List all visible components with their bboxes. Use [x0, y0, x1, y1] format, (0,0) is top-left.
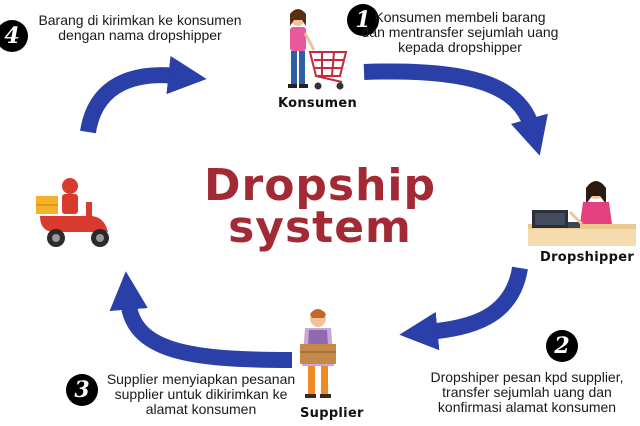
- step-3-description: Supplier menyiapkan pesanan supplier unt…: [106, 371, 296, 417]
- step-2-description: Dropshiper pesan kpd supplier, transfer …: [430, 369, 624, 415]
- diagram-title-line-2: system: [228, 202, 412, 253]
- arrow-courier-to-konsumen: [80, 55, 207, 134]
- dropshipper-illustration: [528, 181, 636, 246]
- konsumen-label: Konsumen: [278, 96, 358, 111]
- dropshipper-label: Dropshipper: [540, 250, 635, 265]
- arrow-supplier-to-courier: [109, 271, 293, 368]
- konsumen-illustration: [288, 9, 348, 90]
- courier-scooter-illustration: [36, 178, 109, 247]
- step-4-badge: 4: [0, 20, 28, 52]
- arrow-dropshipper-to-supplier: [399, 266, 528, 351]
- step-2-badge: 2: [546, 330, 578, 362]
- diagram-title-line-1: Dropship: [203, 160, 437, 211]
- supplier-illustration: [300, 309, 336, 398]
- arrow-konsumen-to-dropshipper: [363, 63, 548, 156]
- step-1-badge: 1: [347, 4, 379, 36]
- step-3-badge: 3: [66, 374, 98, 406]
- step-1-description: Konsumen membeli barang dan mentransfer …: [361, 9, 559, 55]
- supplier-label: Supplier: [300, 406, 364, 421]
- step-4-description: Barang di kirimkan ke konsumen dengan na…: [38, 12, 242, 43]
